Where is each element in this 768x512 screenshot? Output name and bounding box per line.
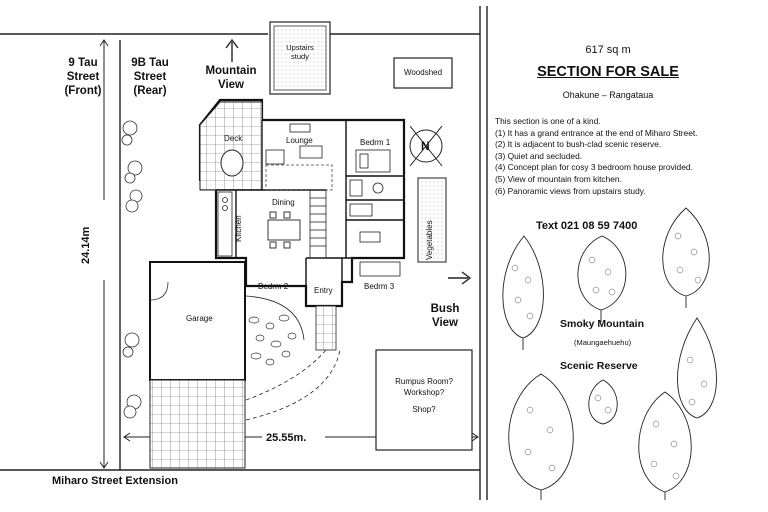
bathroom-fixtures [349, 179, 384, 243]
width-dimension-label: 25.55m. [266, 432, 307, 444]
mountain-view-label: Mountain View [205, 65, 257, 91]
depth-dimension-label: 24.14m [80, 226, 92, 264]
feature-item: (2) It is adjacent to bush-clad scenic r… [495, 139, 662, 150]
tree-foliage-texture [511, 232, 708, 480]
upstairs-study-label: Upstairs study [286, 43, 314, 61]
bush-view-arrow [448, 271, 472, 285]
bedroom3-label: Bedrm 3 [364, 282, 395, 291]
listing-intro: This section is one of a kind. [495, 116, 601, 126]
feature-item: (6) Panoramic views from upstairs study. [495, 185, 646, 196]
bedroom1-label: Bedrm 1 [360, 138, 391, 147]
dining-zone-outline [265, 164, 333, 191]
entry-path [245, 295, 341, 421]
dining-table [267, 211, 301, 249]
bush-view-label: Bush View [430, 303, 460, 329]
driveway-pavers [149, 379, 246, 469]
depth-dimension-line [99, 39, 109, 469]
feature-item: (5) View of mountain from kitchen. [495, 173, 622, 184]
bedroom1-furniture [355, 149, 391, 173]
garden-pebbles [248, 314, 297, 366]
rumpus-room-label: Rumpus Room? Workshop? Shop? [395, 377, 453, 414]
contact-phone: Text 021 08 59 7400 [536, 220, 638, 232]
rumpus-room [375, 349, 473, 451]
dining-label: Dining [272, 198, 295, 207]
scenic-reserve-label: Scenic Reserve [560, 360, 638, 372]
rear-street-label: 9B Tau Street (Rear) [131, 57, 169, 97]
listing-location: Ohakune – Rangataua [562, 90, 654, 100]
deck-label: Deck [224, 134, 243, 143]
front-street-label: 9 Tau Street (Front) [64, 57, 102, 97]
bedroom2-label: Bedrm 2 [258, 282, 289, 291]
lounge-furniture [265, 123, 323, 165]
feature-item: (1) It has a grand entrance at the end o… [495, 127, 698, 138]
upstairs-study [269, 21, 331, 95]
stairs [309, 189, 327, 259]
street-extension-label: Miharo Street Extension [52, 475, 178, 487]
deck [199, 101, 263, 191]
compass-north-label: N [421, 139, 430, 153]
garage [149, 261, 246, 381]
kitchen-bench [217, 191, 233, 257]
woodshed-label: Woodshed [403, 68, 443, 77]
smoky-mountain-maori-label: (Maungaehuehu) [574, 338, 632, 347]
section-boundary [0, 6, 488, 500]
lounge-label: Lounge [286, 136, 313, 145]
bedroom3-furniture [359, 261, 401, 277]
feature-item: (3) Quiet and secluded. [495, 150, 583, 161]
listing-title: SECTION FOR SALE [537, 64, 679, 80]
kitchen-label: Kitchen [234, 215, 243, 242]
boundary-shrubs [121, 120, 143, 419]
woodshed [393, 57, 453, 89]
section-area: 617 sq m [585, 44, 631, 56]
garage-label: Garage [186, 314, 213, 323]
feature-item: (4) Concept plan for cosy 3 bedroom hous… [495, 162, 693, 173]
listing-features: This section is one of a kind. (1) It ha… [495, 116, 698, 197]
vegetable-garden [417, 177, 447, 263]
entry-label: Entry [314, 286, 333, 295]
tree-illustrations [502, 207, 717, 500]
compass [409, 125, 443, 167]
vegetables-label: Vegetables [425, 220, 434, 260]
mountain-view-arrow [225, 38, 239, 62]
smoky-mountain-label: Smoky Mountain [560, 318, 645, 330]
